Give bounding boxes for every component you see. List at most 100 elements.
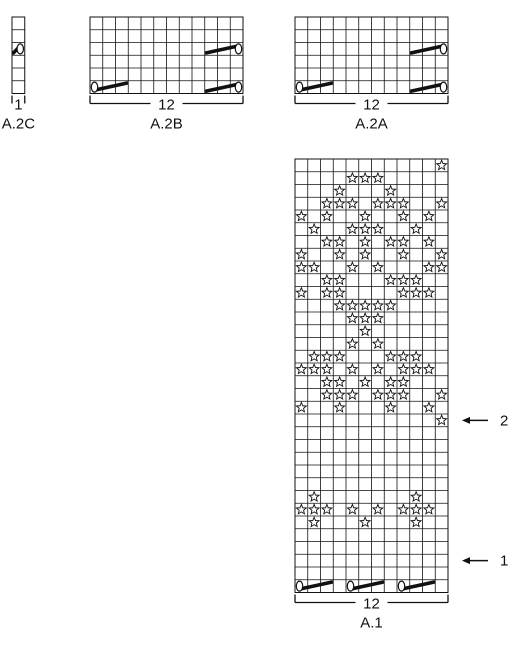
cable-loop: [439, 43, 448, 55]
star-icon: [320, 375, 333, 388]
star-icon: [410, 515, 423, 528]
stitch-count-label: 12: [363, 596, 380, 613]
star-icon: [359, 375, 372, 388]
cable-stroke: [409, 82, 446, 93]
star-icon: [295, 286, 308, 299]
star-icon: [371, 388, 384, 401]
star-icon: [346, 299, 359, 311]
star-icon: [295, 209, 308, 222]
row-arrow: 2: [462, 412, 508, 429]
stitch-count-label: 12: [363, 97, 380, 114]
star-icon: [346, 222, 359, 235]
star-icon: [359, 222, 372, 235]
cable-stroke: [348, 580, 385, 591]
star-icon: [410, 222, 423, 235]
star-icon: [371, 222, 384, 235]
star-icon: [384, 273, 397, 286]
star-icon: [384, 388, 397, 401]
cable-stroke: [399, 580, 436, 591]
cable-loop: [439, 81, 448, 93]
star-icon: [333, 401, 346, 413]
star-icon: [359, 235, 372, 248]
star-icon: [320, 273, 333, 286]
star-icon: [435, 158, 448, 171]
row-number-label: 1: [500, 553, 508, 570]
cable-stroke: [204, 44, 241, 55]
star-icon: [359, 324, 372, 337]
cable-symbol: [397, 580, 436, 592]
star-icon: [410, 503, 423, 515]
star-icon: [333, 350, 346, 362]
cable-symbol: [204, 43, 243, 55]
star-icon: [397, 248, 410, 260]
star-icon: [397, 197, 410, 209]
star-icon: [410, 350, 423, 362]
star-icon: [397, 235, 410, 248]
star-icon: [308, 350, 321, 362]
star-icon: [397, 273, 410, 286]
star-icon: [422, 503, 435, 515]
arrow-head-icon: [462, 557, 470, 565]
chart-grid: [89, 16, 244, 94]
star-icon: [371, 311, 384, 324]
star-icon: [320, 235, 333, 248]
star-icon: [384, 299, 397, 311]
star-icon: [371, 299, 384, 311]
cable-loop: [397, 580, 406, 592]
star-icon: [435, 413, 448, 426]
star-icon: [346, 503, 359, 515]
row-number-label: 2: [500, 412, 508, 429]
star-icon: [371, 362, 384, 375]
star-icon: [333, 184, 346, 197]
star-icon: [435, 260, 448, 273]
cable-loop: [90, 81, 99, 93]
star-icon: [308, 222, 321, 235]
repeat-bracket: [11, 95, 26, 104]
star-icon: [359, 311, 372, 324]
cable-symbol: [11, 43, 25, 55]
cable-symbol: [204, 81, 243, 93]
chart-grid: [11, 16, 26, 94]
star-icon: [346, 311, 359, 324]
star-icon: [295, 401, 308, 413]
star-icon: [397, 286, 410, 299]
cable-loop: [295, 580, 304, 592]
cable-stroke: [297, 81, 334, 92]
star-icon: [320, 503, 333, 515]
star-icon: [397, 350, 410, 362]
arrow-head-icon: [462, 416, 470, 424]
star-icon: [333, 273, 346, 286]
star-icon: [435, 197, 448, 209]
star-icon: [359, 299, 372, 311]
star-icon: [295, 503, 308, 515]
star-icon: [320, 209, 333, 222]
star-icon: [308, 503, 321, 515]
chart-name-label: A.2A: [355, 116, 388, 133]
star-icon: [410, 490, 423, 503]
chart-a2a: 12A.2A: [294, 16, 449, 133]
star-icon: [295, 362, 308, 375]
star-icon: [435, 248, 448, 260]
cable-stroke: [204, 82, 241, 93]
star-icon: [295, 260, 308, 273]
star-icon: [422, 235, 435, 248]
star-icon: [435, 388, 448, 401]
star-icon: [346, 260, 359, 273]
star-icon: [346, 197, 359, 209]
cable-loop: [295, 81, 304, 93]
star-icon: [346, 362, 359, 375]
star-icon: [397, 375, 410, 388]
star-icon: [346, 388, 359, 401]
star-icon: [397, 388, 410, 401]
chart-name-label: A.2B: [150, 116, 183, 133]
star-icon: [422, 209, 435, 222]
cable-symbol: [346, 580, 385, 592]
stitch-count-label: 12: [158, 97, 175, 114]
star-icon: [359, 171, 372, 184]
cable-loop: [16, 43, 25, 55]
cable-symbol: [295, 81, 334, 93]
star-icon: [371, 260, 384, 273]
star-icon: [422, 401, 435, 413]
star-icon: [397, 362, 410, 375]
cable-symbol: [409, 43, 448, 55]
